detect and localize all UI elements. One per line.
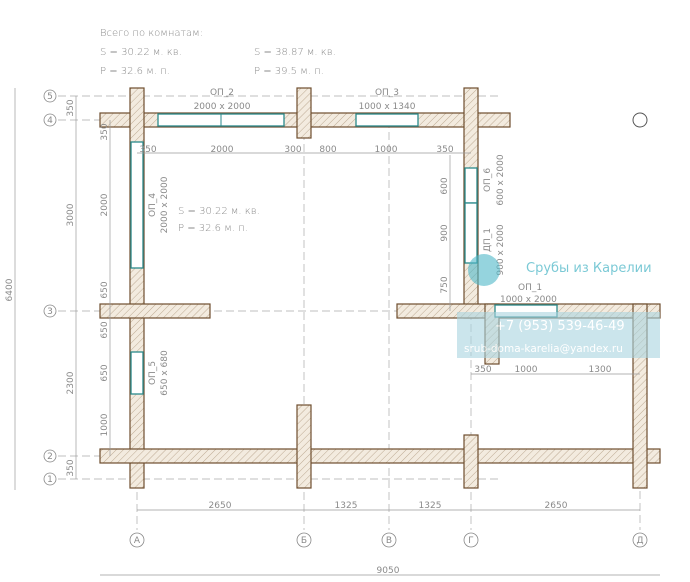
watermark-logo-icon [468,254,500,286]
op5-label: ОП_5 [148,361,158,385]
op3-label: ОП_3 [375,88,399,98]
dimension-label: 4 [47,116,53,126]
dimension-label: 1000 [100,413,110,436]
op4-size: 2000 х 2000 [160,176,170,233]
axis-marker-4: 4 [43,113,57,127]
dimension-label: 1325 [335,501,358,511]
dp1-size: 900 х 2000 [496,224,506,275]
axis-marker-3: 3 [43,304,57,318]
room1-perimeter: P = 32.6 м. п. [100,66,170,77]
watermark: Срубы из Карелии +7 (953) 539-46-49 srub… [457,254,660,358]
axis-markers: 5 4 3 2 1 А Б В Г Д [43,89,648,548]
dimension-label: 1000 [375,145,398,155]
room2-area: S = 38.87 м. кв. [254,47,336,58]
dimension-label: 1000 [515,365,538,375]
axis-marker-b: Б [296,532,312,548]
dimension-label: А [134,536,141,546]
dimension-label: Д [636,536,643,546]
dimension-label: 600 [440,177,450,194]
axis-marker-a: А [129,532,145,548]
dimension-label: 2 [47,452,53,462]
op2-size: 2000 х 2000 [194,102,251,112]
axis-marker-d: Д [632,532,648,548]
dimension-label: 2000 [100,193,110,216]
dp2-label: ОП_1 [518,283,542,293]
dimension-label: 2300 [66,371,76,394]
window-op4 [130,141,144,269]
op3-size: 1000 х 1340 [359,102,416,112]
axis-marker-1: 1 [43,472,57,486]
axis-marker-2: 2 [43,449,57,463]
dim-total-width: 9050 [377,566,400,576]
dimension-label: 900 [440,224,450,241]
dimension-label: 300 [284,145,301,155]
door-dp1 [464,202,478,264]
dimension-label: 1 [47,475,53,485]
dimension-label: 800 [319,145,336,155]
op5-size: 650 х 680 [160,350,170,396]
axis-marker-v: В [381,532,397,548]
dp1-label: ДП_1 [483,228,493,252]
dimension-label: 650 [100,321,110,338]
axis-marker-g: Г [463,532,479,548]
dimension-label: 5 [47,92,53,102]
room1-area: S = 30.22 м. кв. [100,47,182,58]
dimension-label: 1300 [589,365,612,375]
watermark-phone: +7 (953) 539-46-49 [495,319,625,334]
dp2-size: 1000 х 2000 [500,295,557,305]
room-label: S = 30.22 м. кв. P = 32.6 м. п. [178,206,260,234]
dimension-label: 3000 [66,203,76,226]
dimensions: 350 2000 300 800 1000 350 6400 350 3000 … [5,88,660,576]
op6-label: ОП_6 [483,168,493,192]
dimension-label: 2000 [211,145,234,155]
dimension-label: 2650 [209,501,232,511]
room2-perimeter: P = 39.5 м. п. [254,66,324,77]
room-area: S = 30.22 м. кв. [178,206,260,217]
axis-marker-5: 5 [43,89,57,103]
north-marker [632,112,648,128]
dimension-label: 350 [100,123,110,140]
dimension-label: 350 [66,99,76,116]
window-op3 [355,113,419,127]
window-op5 [130,351,144,395]
dimension-label: 650 [100,281,110,298]
op4-label: ОП_4 [148,193,158,217]
dimension-label: Г [468,536,474,546]
dimension-label: Б [301,536,307,546]
dimension-label: 3 [47,307,53,317]
dimension-label: 350 [66,459,76,476]
dimension-label: 1325 [419,501,442,511]
summary-title: Всего по комнатам: [100,28,203,39]
dimension-label: 350 [436,145,453,155]
room-perimeter: P = 32.6 м. п. [178,223,248,234]
dimension-label: 350 [474,365,491,375]
dimension-label: В [386,536,392,546]
op6-size: 600 х 2000 [496,154,506,205]
dimension-label: 350 [139,145,156,155]
dimension-label: 650 [100,364,110,381]
watermark-email: srub-doma-karelia@yandex.ru [464,343,623,355]
summary-block: Всего по комнатам: S = 30.22 м. кв. P = … [100,28,336,77]
op2-label: ОП_2 [210,88,234,98]
opening-labels: ОП_2 2000 х 2000 ОП_3 1000 х 1340 ОП_4 2… [148,88,557,396]
dimension-label: 750 [440,276,450,293]
dim-total-height: 6400 [5,278,15,301]
window-op6 [464,167,478,204]
watermark-brand: Срубы из Карелии [526,261,652,276]
dimension-label: 2650 [545,501,568,511]
